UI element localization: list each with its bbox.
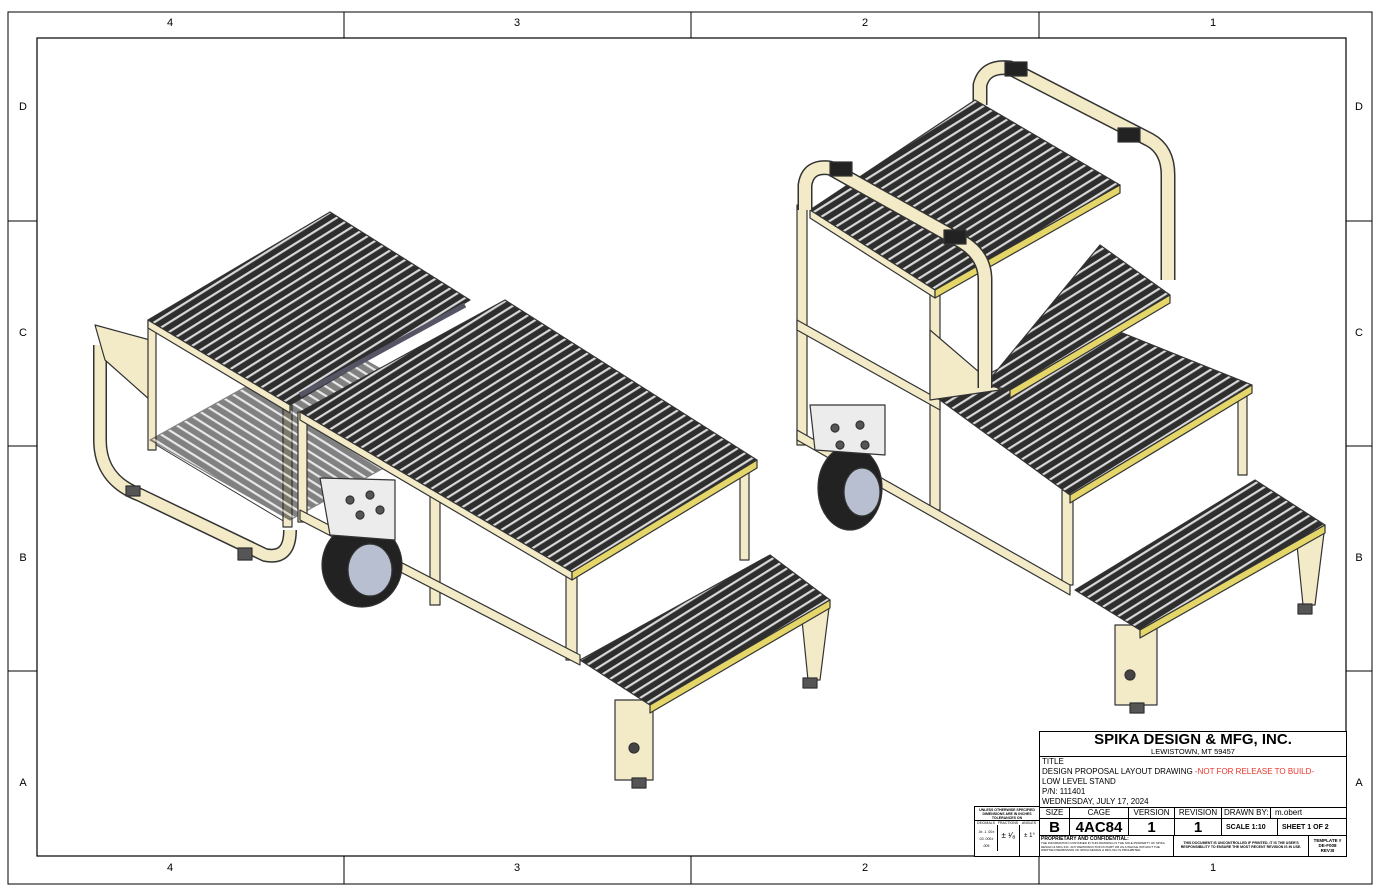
zone-col-4-bottom: 4: [166, 862, 174, 874]
version-value: 1: [1128, 818, 1175, 836]
tolerance-block: UNLESS OTHERWISE SPECIFIED DIMENSIONS AR…: [974, 806, 1040, 857]
zone-row-c-right: C: [1355, 327, 1363, 339]
tolerance-angles: ± 1°: [1019, 825, 1039, 857]
zone-row-a-right: A: [1355, 777, 1363, 789]
zone-col-2-bottom: 2: [861, 862, 869, 874]
right-stand-view: [796, 60, 1326, 714]
tolerance-fractions-label: FRACTIONS: [997, 820, 1019, 825]
tolerance-fractions: ± ¹⁄₈: [997, 825, 1019, 851]
title-line-2: LOW LEVEL STAND: [1042, 777, 1116, 786]
template-number: DE-F008: [1318, 843, 1337, 848]
part-number: P/N: 111401: [1042, 787, 1086, 796]
drawing-date: WEDNESDAY, JULY 17, 2024: [1042, 797, 1149, 806]
zone-row-b-left: B: [19, 552, 27, 564]
uncontrolled-notice: THIS DOCUMENT IS UNCONTROLLED IF PRINTED…: [1173, 835, 1309, 857]
zone-col-1-top: 1: [1209, 17, 1217, 29]
proprietary-heading: PROPRIETARY AND CONFIDENTIAL:: [1041, 836, 1129, 842]
zone-dividers: [8, 12, 1372, 884]
template-label: TEMPLATE #: [1313, 838, 1342, 843]
zone-row-d-left: D: [19, 101, 27, 113]
company-location: LEWISTOWN, MT 59457: [1151, 747, 1235, 756]
tolerance-decimals: .0± .1 .00± .03 .000± .005: [977, 830, 995, 848]
company-header: SPIKA DESIGN & MFG, INC. LEWISTOWN, MT 5…: [1040, 732, 1346, 757]
template-info: TEMPLATE # DE-F008 REV:B: [1308, 835, 1347, 857]
proprietary-text: THE INFORMATION CONTAINED IN THIS DRAWIN…: [1041, 841, 1165, 852]
zone-row-a-left: A: [19, 777, 27, 789]
company-name: SPIKA DESIGN & MFG, INC.: [1094, 731, 1292, 748]
zone-row-c-left: C: [19, 327, 27, 339]
title-warning: -NOT FOR RELEASE TO BUILD-: [1194, 767, 1315, 776]
proprietary-notice: PROPRIETARY AND CONFIDENTIAL: THE INFORM…: [1039, 835, 1174, 857]
revision-value: 1: [1174, 818, 1222, 836]
zone-row-b-right: B: [1355, 552, 1363, 564]
template-rev: REV:B: [1320, 848, 1335, 853]
tolerance-heading: UNLESS OTHERWISE SPECIFIED DIMENSIONS AR…: [979, 808, 1035, 820]
left-stand-view: [93, 211, 831, 789]
zone-col-3-bottom: 3: [513, 862, 521, 874]
title-line-1: DESIGN PROPOSAL LAYOUT DRAWING: [1042, 767, 1195, 776]
scale: SCALE 1:10: [1221, 818, 1278, 836]
title-block: SPIKA DESIGN & MFG, INC. LEWISTOWN, MT 5…: [1039, 731, 1347, 857]
title-label: TITLE: [1042, 757, 1064, 766]
zone-col-2-top: 2: [861, 17, 869, 29]
sheet-number: SHEET 1 OF 2: [1277, 818, 1347, 836]
zone-col-3-top: 3: [513, 17, 521, 29]
outer-border: [7, 11, 1373, 885]
zone-col-4-top: 4: [166, 17, 174, 29]
zone-col-1-bottom: 1: [1209, 862, 1217, 874]
tolerance-decimals-label: DECIMALS: [975, 820, 997, 825]
cage-value: 4AC84: [1069, 818, 1129, 836]
tolerance-angles-label: ANGLES: [1019, 820, 1039, 825]
title-area: TITLE DESIGN PROPOSAL LAYOUT DRAWING -NO…: [1042, 757, 1314, 807]
size-value: B: [1039, 818, 1070, 836]
zone-row-d-right: D: [1355, 101, 1363, 113]
